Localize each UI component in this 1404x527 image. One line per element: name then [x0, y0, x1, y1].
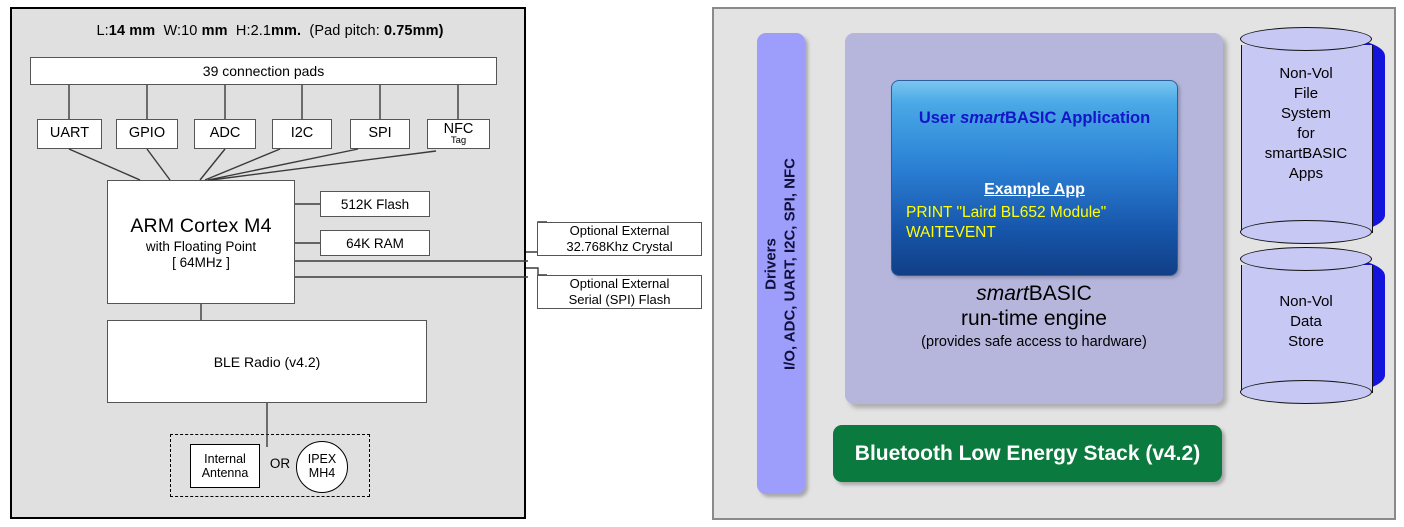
peripheral-box-i2c: I2C [272, 119, 332, 149]
code-line-print: PRINT "Laird BL652 Module" [906, 204, 1107, 221]
dimension-fragment: mm. [271, 23, 302, 39]
peripheral-box-gpio: GPIO [116, 119, 178, 149]
ble-stack-label: Bluetooth Low Energy Stack (v4.2) [854, 441, 1201, 465]
connection-pads-label: 39 connection pads [202, 63, 325, 79]
dimension-fragment: mm [201, 23, 228, 39]
user-application-title: User smartBASIC Application [892, 109, 1177, 128]
engine-name: smartBASIC [845, 282, 1223, 306]
spiflash-line1: Optional External [569, 276, 670, 292]
example-app-text: Example App [984, 181, 1085, 198]
peripheral-box-adc: ADC [194, 119, 256, 149]
crystal-line1: Optional External [569, 223, 670, 239]
ipex-line2: MH4 [308, 466, 336, 480]
module-dimensions-label: L:14 mm W:10 mm H:2.1mm. (Pad pitch: 0.7… [12, 23, 528, 39]
example-app-heading: Example App [892, 181, 1177, 199]
cylinder-body [1241, 265, 1373, 393]
cylinder-label-line: System [1280, 104, 1331, 122]
dimension-fragment: (Pad pitch: [301, 23, 384, 39]
drivers-line2: I/O, ADC, UART, I2C, SPI, NFC [781, 157, 798, 370]
cpu-name: ARM Cortex M4 [130, 214, 272, 237]
cpu-clock: [ 64MHz ] [172, 254, 230, 270]
antenna-or-label: OR [269, 456, 291, 471]
cylinder-label-line: Non-Vol [1279, 65, 1333, 82]
example-code-block: PRINT "Laird BL652 Module" WAITEVENT [906, 203, 1176, 243]
ipex-connector-circle: IPEX MH4 [296, 441, 348, 493]
cylinder-label-line: Non-Vol [1279, 293, 1333, 310]
cylinder-bottom-ellipse [1239, 380, 1372, 404]
cylinder-body [1241, 45, 1373, 233]
external-crystal-box: Optional External 32.768Khz Crystal [537, 222, 702, 256]
internal-antenna-line2: Antenna [201, 466, 249, 480]
cylinder-label-line: Store [1288, 332, 1324, 350]
ble-stack-bar: Bluetooth Low Energy Stack (v4.2) [833, 425, 1222, 482]
antenna-option-group [170, 434, 370, 497]
app-title-post: BASIC Application [1005, 109, 1151, 127]
cylinder-bottom-ellipse [1239, 220, 1372, 244]
app-title-pre: User [918, 109, 961, 127]
peripheral-box-spi: SPI [350, 119, 410, 149]
cylinder-label-line: Apps [1288, 164, 1324, 182]
peripheral-label: GPIO [128, 125, 166, 142]
hardware-block-panel: L:14 mm W:10 mm H:2.1mm. (Pad pitch: 0.7… [10, 7, 528, 519]
peripheral-label: ADC [209, 125, 241, 142]
cylinder-label-line: smartBASIC [1264, 144, 1348, 162]
peripheral-label: SPI [368, 125, 392, 142]
cylinder-top-ellipse [1239, 27, 1372, 51]
ble-radio-box: BLE Radio (v4.2) [107, 320, 427, 403]
runtime-engine-caption: smartBASIC run-time engine (provides saf… [845, 282, 1223, 350]
peripheral-label: NFC [443, 120, 474, 137]
peripheral-label: I2C [290, 125, 314, 142]
user-application-box: User smartBASIC Application Example App … [891, 80, 1178, 276]
drivers-bar: Drivers I/O, ADC, UART, I2C, SPI, NFC [757, 33, 805, 494]
peripheral-label: UART [49, 125, 90, 142]
engine-line2: run-time engine [961, 307, 1107, 330]
engine-name-smart: smart [976, 282, 1029, 305]
peripheral-box-nfc: NFC Tag [427, 119, 490, 149]
dimension-fragment: H:2.1 [227, 23, 272, 39]
internal-antenna-line1: Internal [204, 452, 246, 466]
peripheral-box-uart: UART [37, 119, 102, 149]
dimension-fragment: 0.75mm) [383, 23, 444, 39]
flash-memory-box: 512K Flash [320, 191, 430, 217]
ram-memory-box: 64K RAM [320, 230, 430, 256]
ble-radio-label: BLE Radio (v4.2) [213, 353, 321, 370]
drivers-label: Drivers I/O, ADC, UART, I2C, SPI, NFC [762, 158, 800, 370]
cpu-box: ARM Cortex M4 with Floating Point [ 64MH… [107, 180, 295, 304]
ram-label: 64K RAM [346, 235, 404, 251]
cylinder-top-ellipse [1239, 247, 1372, 271]
dimension-fragment: W:10 [155, 23, 202, 39]
flash-label: 512K Flash [340, 196, 410, 212]
dimension-fragment: 14 mm [108, 23, 156, 39]
cpu-fpu-note: with Floating Point [145, 238, 257, 254]
cylinder-label-line: for [1297, 124, 1315, 142]
ipex-line1: IPEX [307, 452, 337, 467]
engine-line3: (provides safe access to hardware) [921, 334, 1147, 350]
cylinder-label-line: Data [1290, 312, 1322, 330]
peripheral-sublabel: Tag [450, 135, 467, 147]
crystal-line2: 32.768Khz Crystal [566, 239, 673, 254]
external-spi-flash-box: Optional External Serial (SPI) Flash [537, 275, 702, 309]
spiflash-line2: Serial (SPI) Flash [568, 292, 671, 307]
internal-antenna-box: Internal Antenna [190, 444, 260, 488]
cylinder-label-line: File [1293, 84, 1319, 102]
drivers-line1: Drivers [762, 237, 780, 290]
connection-pads-box: 39 connection pads [30, 57, 497, 85]
dimension-fragment: L: [96, 23, 109, 39]
app-title-smart: smart [960, 109, 1006, 127]
engine-name-basic: BASIC [1028, 282, 1092, 305]
code-line-waitevent: WAITEVENT [906, 223, 996, 241]
